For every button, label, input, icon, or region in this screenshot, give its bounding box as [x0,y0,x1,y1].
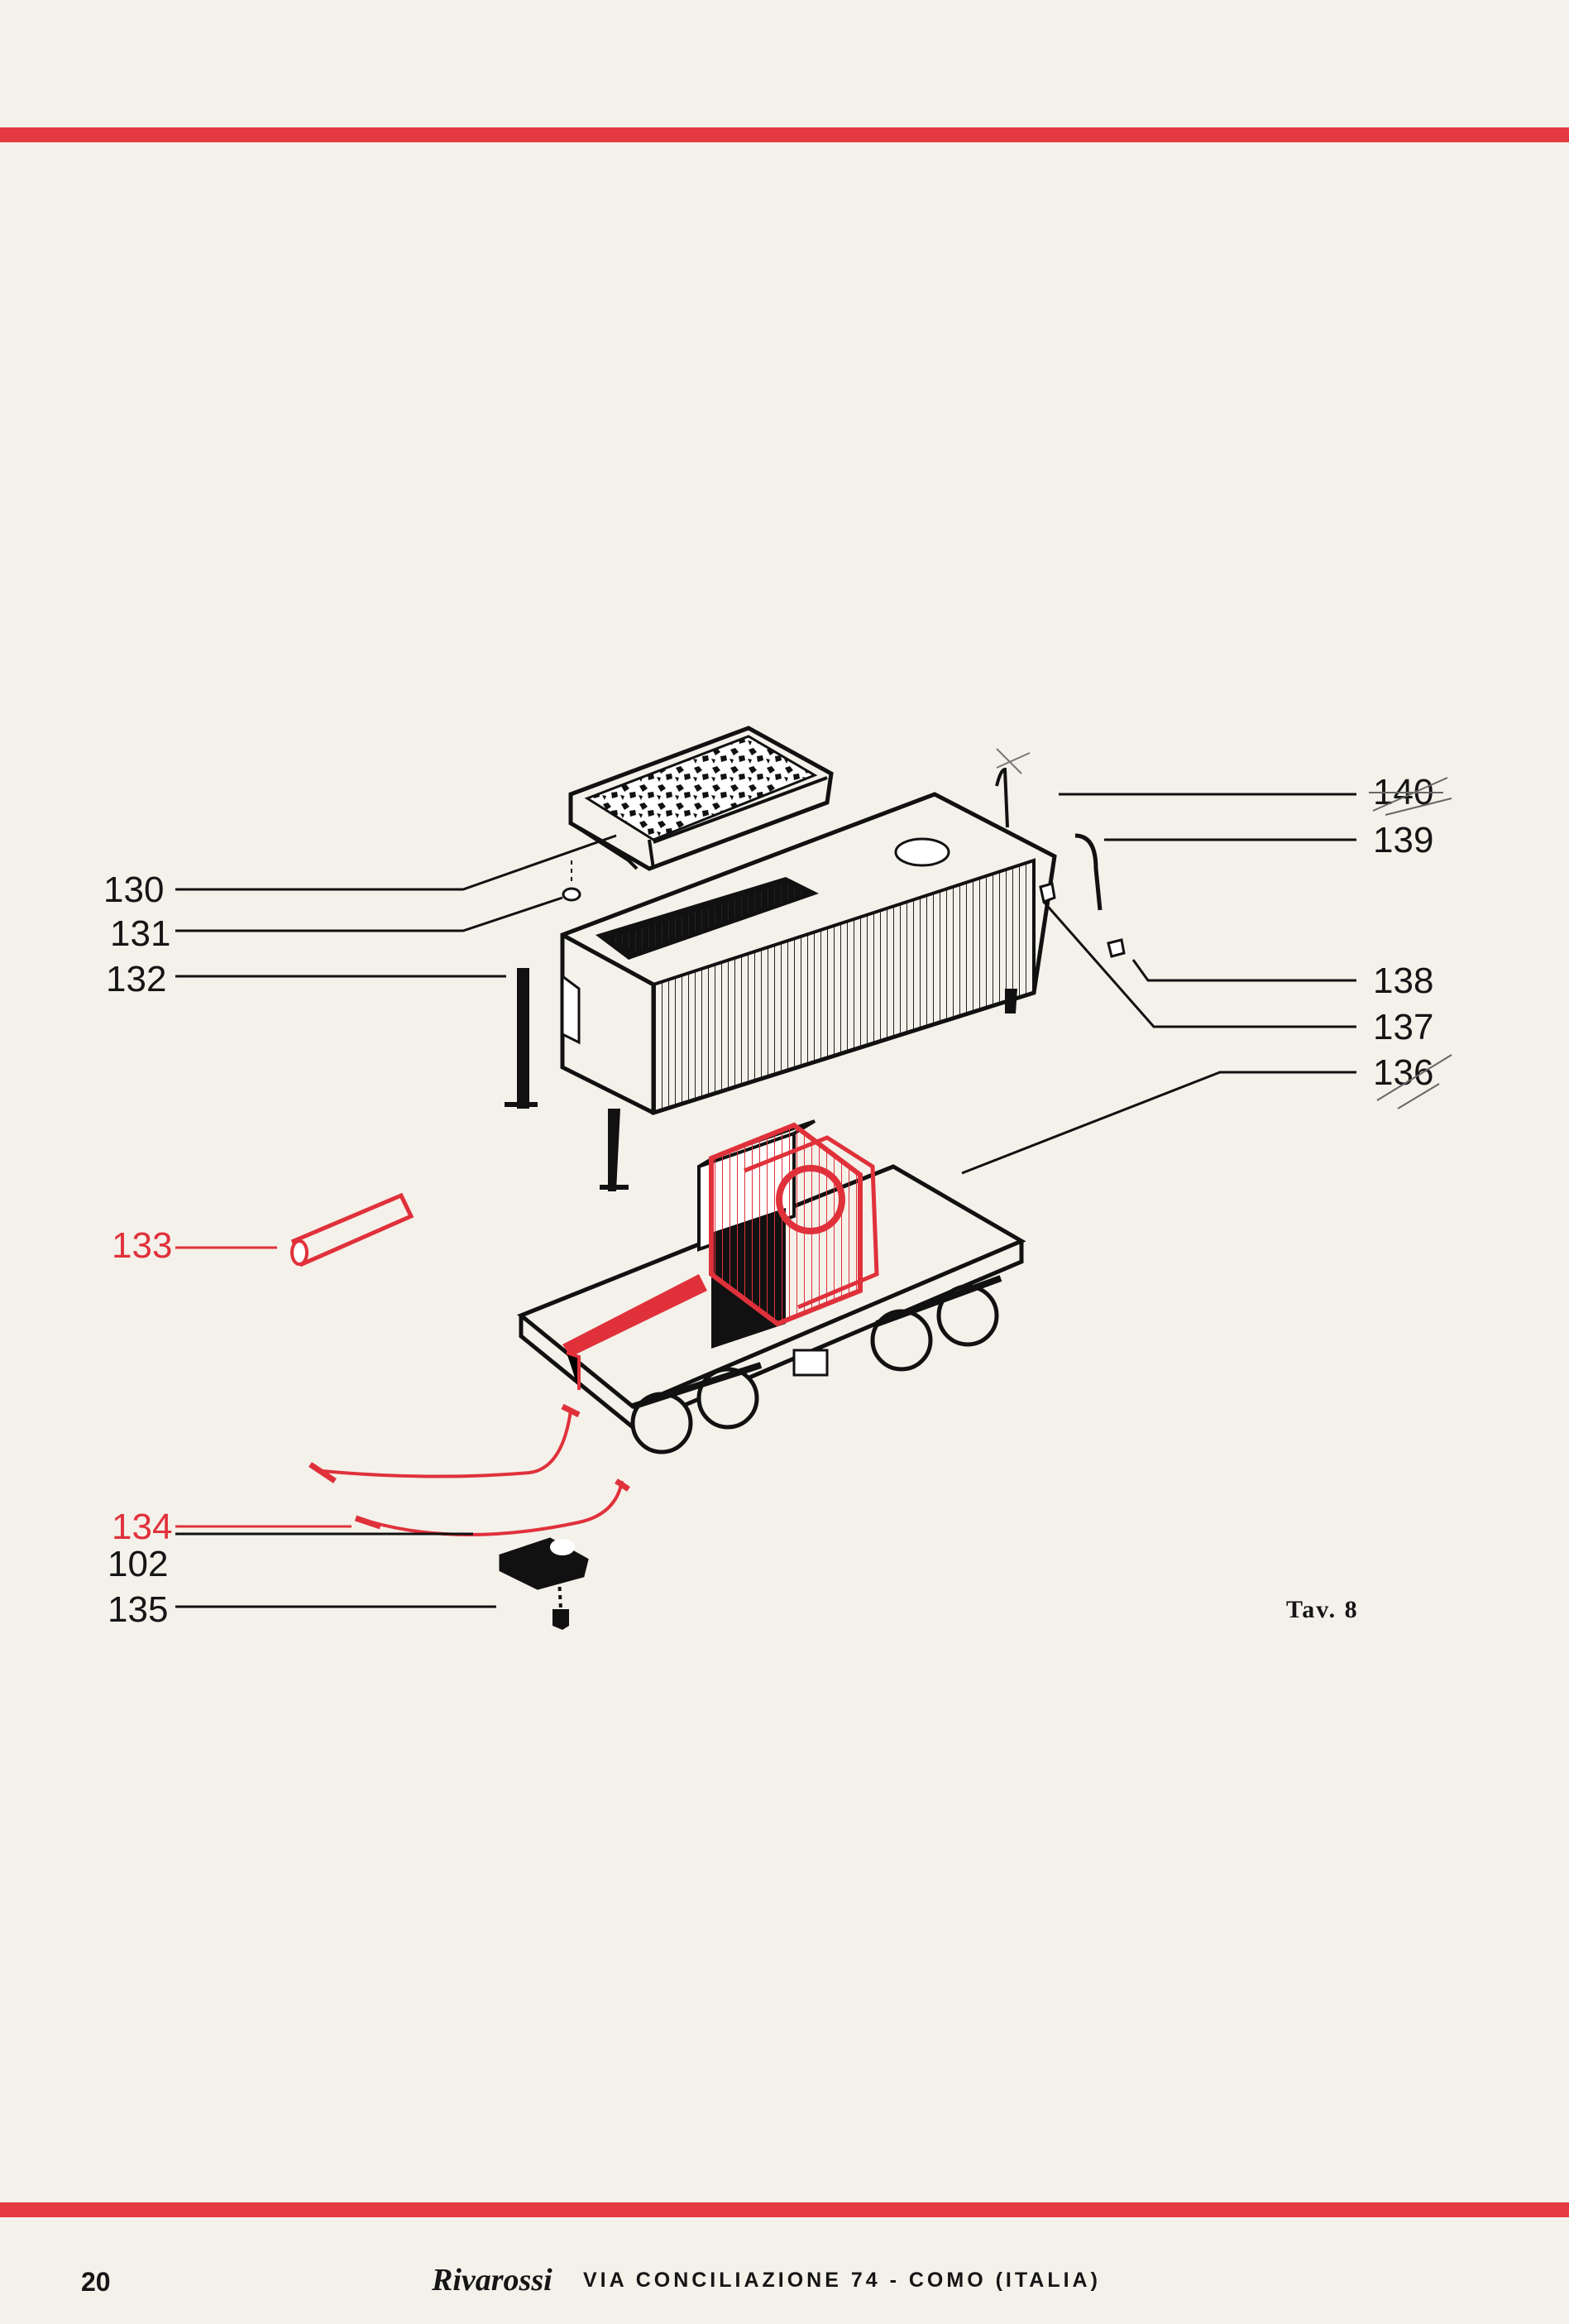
bottom-red-rule [0,2202,1569,2217]
callout-136: 136 [1373,1052,1433,1093]
tender-body-part [505,792,1057,1191]
callout-138: 138 [1373,961,1433,1001]
screw-part-138 [1107,938,1126,958]
callout-135: 135 [108,1589,168,1630]
callout-131: 131 [110,913,170,954]
bogie-wheels [630,1275,1002,1454]
contact-plate-part [499,1537,589,1590]
plate-label: Tav. 8 [1286,1596,1359,1623]
page-footer: 20 Rivarossi VIA CONCILIAZIONE 74 - COMO… [0,2263,1569,2317]
page-number: 20 [81,2267,111,2297]
screw-part-137 [1039,882,1056,904]
leader-lines [175,793,1356,1608]
callout-134: 134 [112,1507,172,1547]
top-red-rule [0,127,1569,142]
tube-part [290,1192,414,1267]
brand-logo: Rivarossi [432,2263,552,2298]
wire-clip-part [1074,833,1103,911]
chassis-part [517,1119,1026,1454]
callout-132: 132 [106,959,166,999]
motor-assembly [562,1119,879,1390]
callout-102: 102 [108,1544,168,1584]
callout-133: 133 [112,1225,172,1266]
callout-130: 130 [103,870,164,910]
coal-load-part [568,726,834,871]
screw-part-135 [552,1578,569,1630]
wire-leads-part [309,1403,630,1536]
callout-139: 139 [1373,820,1433,860]
pencil-strike-136 [1376,1054,1452,1109]
pencil-strike-140 [1369,777,1452,816]
handrail-part [995,748,1031,828]
nut-part [562,860,581,902]
callout-137: 137 [1373,1007,1433,1047]
publisher-address: VIA CONCILIAZIONE 74 - COMO (ITALIA) [583,2269,1101,2292]
